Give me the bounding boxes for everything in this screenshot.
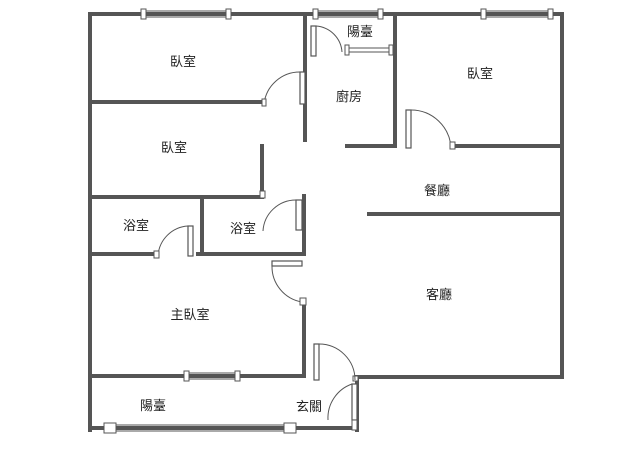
room-label-bedroom-w: 臥室 <box>161 140 187 156</box>
door-master-bedroom <box>271 260 307 306</box>
windows <box>103 8 554 434</box>
door-bath-1 <box>153 225 194 259</box>
door-bedroom-nw <box>261 71 306 107</box>
room-label-living: 客廳 <box>426 287 452 303</box>
room-label-bath-1: 浴室 <box>123 218 149 234</box>
room-label-bath-2: 浴室 <box>230 221 256 237</box>
door-entrance-inner <box>313 343 356 381</box>
doors <box>153 25 456 431</box>
room-label-entrance: 玄關 <box>296 400 322 415</box>
room-labels: 臥室 陽臺 廚房 臥室 臥室 餐廳 浴室 浴室 客廳 主臥室 陽臺 玄關 <box>123 25 493 415</box>
room-label-kitchen: 廚房 <box>336 89 362 105</box>
door-bedroom-ne <box>405 109 456 150</box>
room-label-master-bedroom: 主臥室 <box>170 307 209 323</box>
room-label-dining: 餐廳 <box>424 183 450 199</box>
door-entrance-outer <box>327 383 358 431</box>
room-label-bedroom-nw: 臥室 <box>170 54 196 70</box>
room-label-balcony-top: 陽臺 <box>347 25 373 40</box>
door-balcony-top <box>310 25 343 57</box>
room-label-bedroom-ne: 臥室 <box>467 66 493 82</box>
door-bath-2 <box>259 190 303 232</box>
room-label-balcony-bottom: 陽臺 <box>140 399 166 414</box>
walls <box>88 12 564 432</box>
